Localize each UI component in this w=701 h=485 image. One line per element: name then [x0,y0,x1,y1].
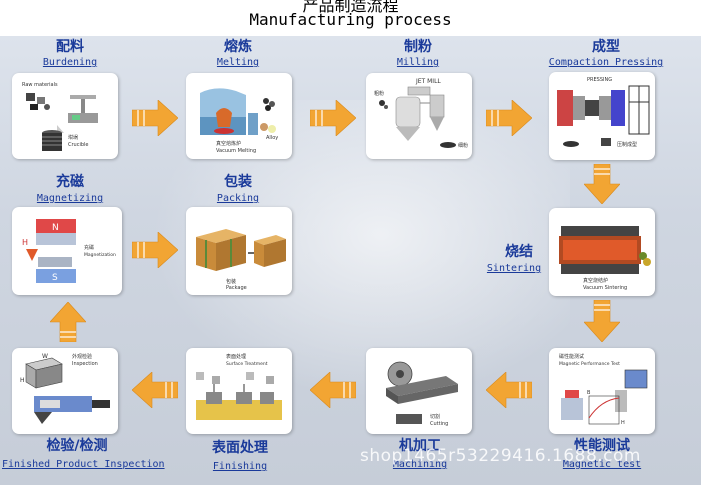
finishing-caption-cn: 表面处理 [226,353,246,360]
inspection-image: W H T 外观检验 Inspection [12,348,118,434]
sintering-label-en: Sintering [486,263,542,274]
burdening-label-cn: 配料 [56,39,84,55]
magnetizing-h-text: H [22,238,28,247]
machining-image: 切割 Cutting [366,348,472,434]
magtest-image: 磁性能测试 Magnetic Performance Test B H [549,348,655,434]
arrow-right-2-icon [310,100,356,136]
melting-furnace-en: Vacuum Melting [216,148,256,154]
magtest-caption-cn: 磁性能测试 [559,353,584,360]
arrow-down-1-icon [584,164,620,204]
arrow-down-2-icon [584,300,620,342]
melting-label-cn: 熔炼 [224,39,252,55]
milling-label-en: Milling [396,57,440,68]
machining-label-cn: 机加工 [399,438,441,454]
inspection-caption-cn: 外观检验 [72,353,92,360]
arrow-up-icon [50,302,86,342]
packing-label-en: Packing [216,193,260,204]
machining-label-en: Machining [392,459,448,470]
sintering-caption-en: Vacuum Sintering [583,285,627,291]
machining-caption-cn: 切割 [430,413,440,420]
sintering-label-cn: 烧结 [505,244,533,260]
compaction-pressing-text: PRESSING [587,77,612,83]
magtest-b-text: B [587,390,591,396]
arrow-right-1-icon [132,100,178,136]
magtest-caption-en: Magnetic Performance Test [559,361,620,367]
finishing-label-cn: 表面处理 [212,440,268,456]
magtest-label-en: Magnetic test [562,459,642,470]
compaction-caption: 压制成型 [617,141,637,148]
burdening-crucible-cn: 坩埚 [68,134,78,141]
sintering-caption-cn: 真空烧结炉 [583,277,608,284]
finishing-image: 表面处理 Surface Treatment [186,348,292,434]
packing-image: 包装 Package [186,207,292,295]
magnetizing-label-cn: 充磁 [56,174,84,190]
arrow-left-2-icon [310,372,356,408]
melting-label-en: Melting [216,57,260,68]
arrow-left-1-icon [486,372,532,408]
milling-image: JET MILL 粗粉 细粉 [366,73,472,159]
inspection-caption-en: Inspection [72,361,98,367]
sintering-image: 真空烧结炉 Vacuum Sintering [549,208,655,296]
compaction-label-en: Compaction Pressing [548,57,664,68]
milling-jetmill-text: JET MILL [415,78,441,85]
compaction-label-cn: 成型 [592,39,620,55]
packing-caption-cn: 包装 [226,278,236,285]
title-english: Manufacturing process [249,10,452,29]
finishing-label-en: Finishing [212,461,268,472]
arrow-right-4-icon [132,232,178,268]
magnetizing-label-en: Magnetizing [36,193,104,204]
packing-caption-en: Package [226,285,247,291]
finishing-caption-en: Surface Treatment [226,361,268,367]
melting-furnace-cn: 真空熔炼炉 [216,140,241,147]
magnetizing-n-text: N [52,223,59,233]
title-chinese: 产品制造流程 [302,0,399,15]
milling-coarse-text: 粗粉 [374,90,384,97]
burdening-crucible-en: Crucible [68,142,89,148]
machining-caption-en: Cutting [430,421,448,427]
magnetizing-caption-cn: 充磁 [84,244,94,251]
melting-alloy-text: Alloy [266,135,278,141]
compaction-image: PRESSING 压制成型 [549,72,655,160]
milling-fine-text: 细粉 [458,142,468,149]
burdening-image: Raw materials 坩埚 Crucible [12,73,118,159]
inspection-h-text: H [20,377,25,384]
melting-image: Alloy 真空熔炼炉 Vacuum Melting [186,73,292,159]
magnetizing-s-text: S [52,273,58,283]
arrow-right-3-icon [486,100,532,136]
burdening-label-en: Burdening [42,57,98,68]
magnetizing-image: N H S 充磁 Magnetization [12,207,122,295]
burdening-raw-text: Raw materials [22,82,58,88]
magnetizing-caption-en: Magnetization [84,252,116,258]
watermark-url: shop1465r53229416.1688.com [360,446,641,466]
inspection-w-text: W [42,353,48,360]
packing-label-cn: 包装 [224,174,252,190]
arrow-left-3-icon [132,372,178,408]
finished-label-en: Finished Product Inspection [2,459,165,470]
milling-label-cn: 制粉 [404,39,432,55]
finished-label-cn: 检验/检测 [46,438,108,454]
magtest-h-text: H [621,420,625,426]
magtest-label-cn: 性能测试 [574,438,630,454]
